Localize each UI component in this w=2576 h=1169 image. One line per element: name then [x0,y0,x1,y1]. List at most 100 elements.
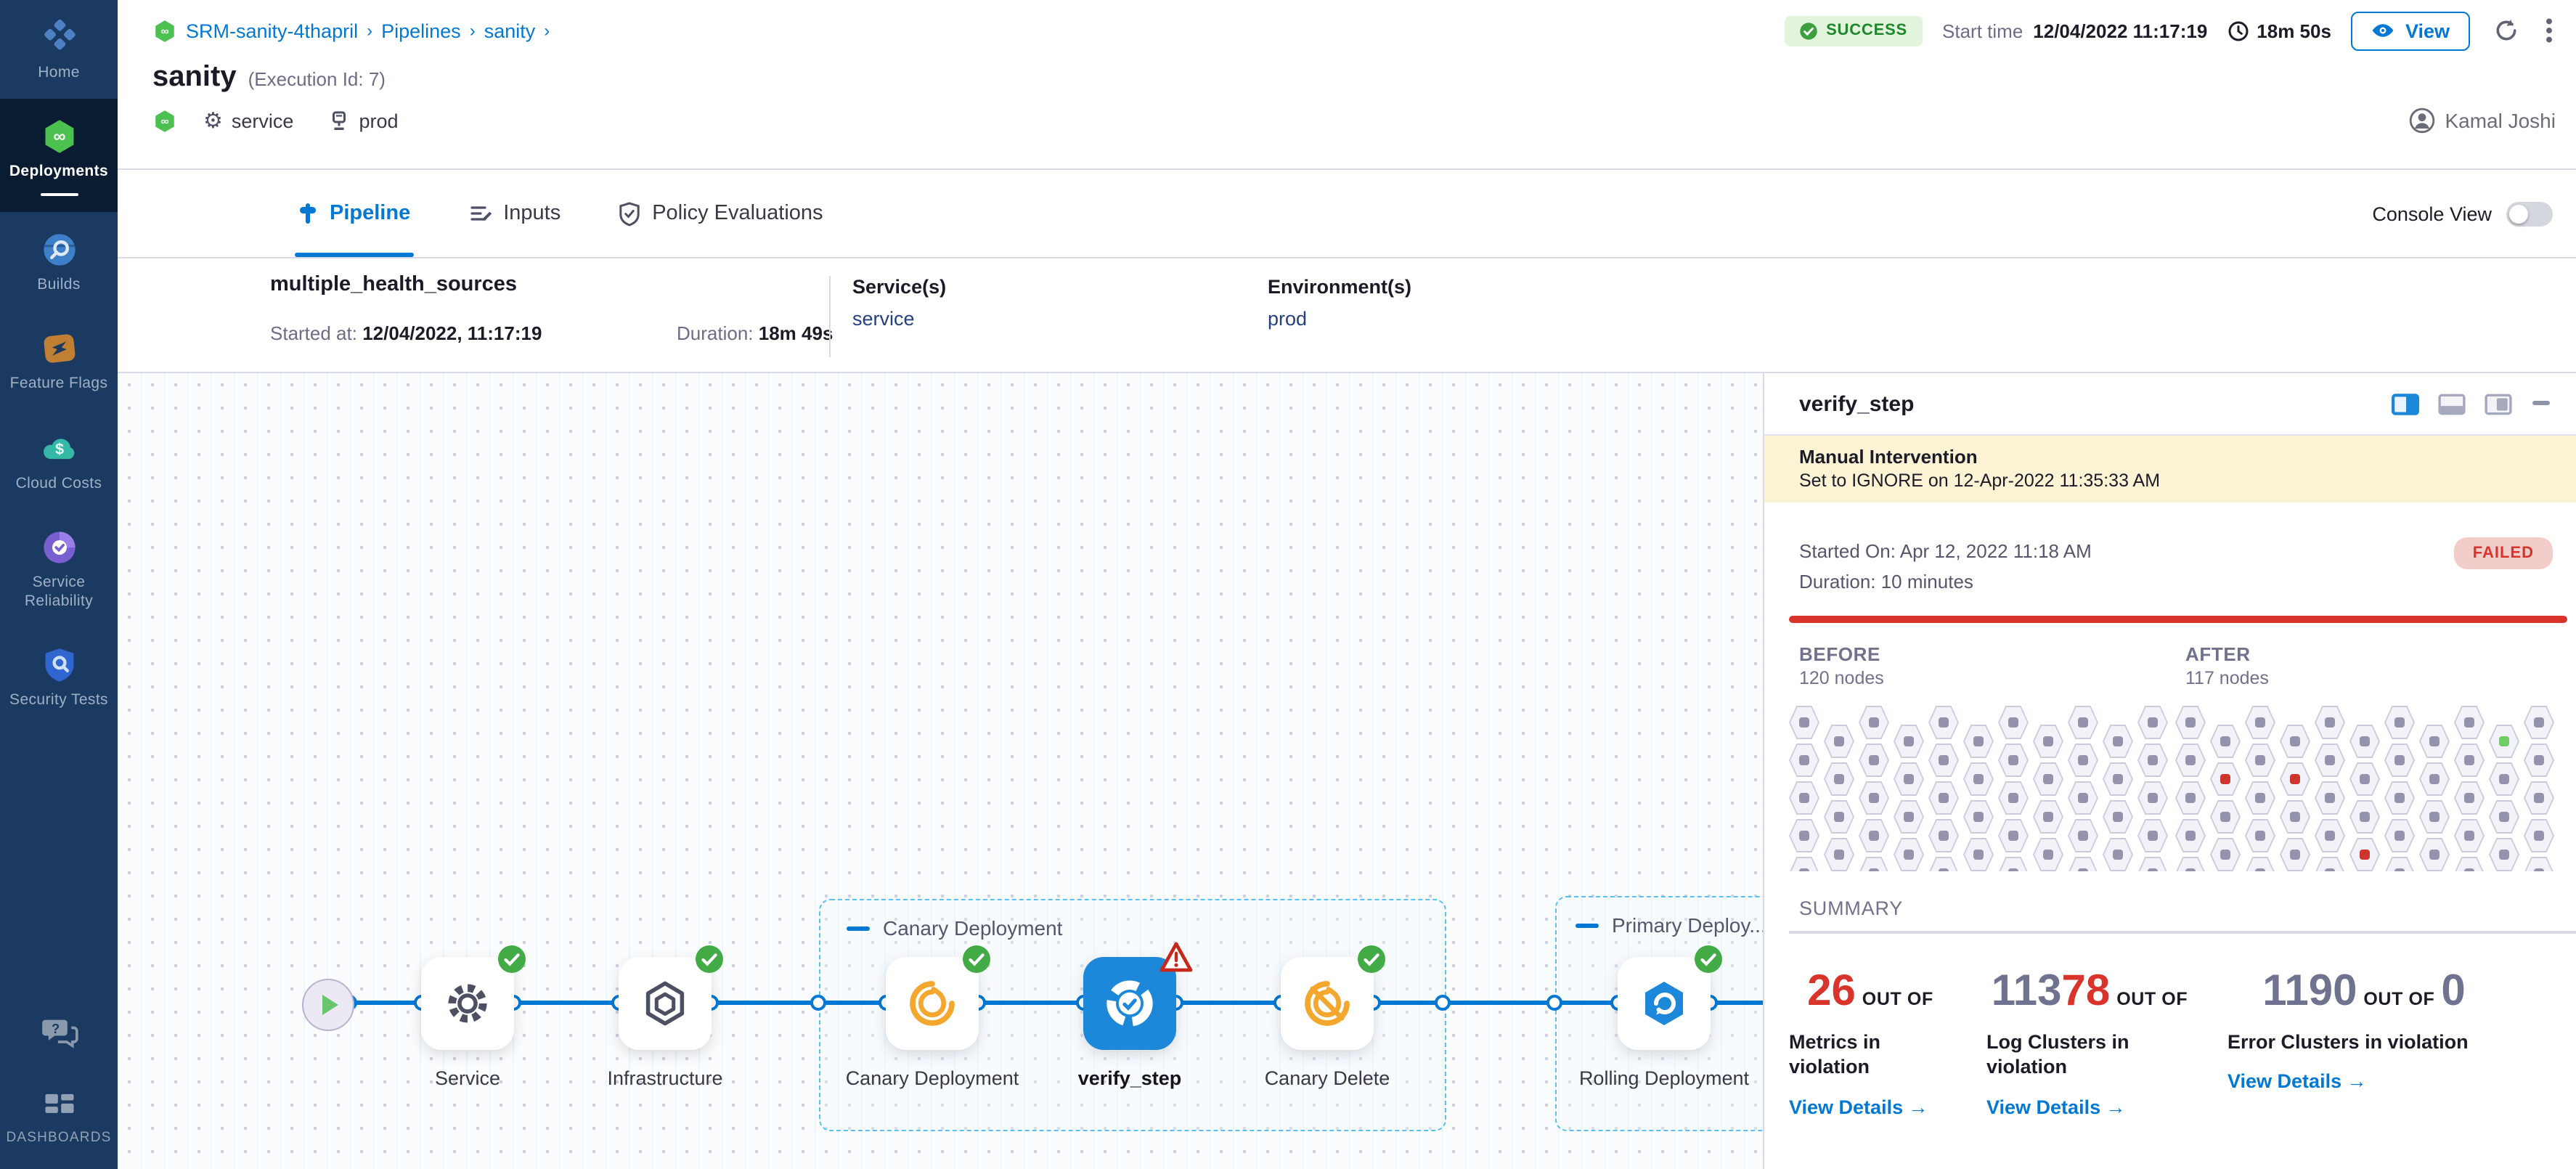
node-hexagon[interactable] [2384,857,2415,871]
node-hexagon[interactable] [1998,744,2029,777]
node-hexagon[interactable] [1859,706,1889,739]
node-hexagon[interactable] [1963,838,1994,871]
node-hexagon[interactable] [1824,800,1854,834]
service-tag[interactable]: ⚙ service [203,110,293,131]
node-hexagon[interactable] [2245,819,2275,852]
tab-pipeline[interactable]: Pipeline [295,170,413,257]
collapse-group-icon[interactable] [1576,923,1599,927]
sidebar-item-security-tests[interactable]: Security Tests [0,627,118,726]
step-node-service[interactable] [421,945,526,1050]
node-hexagon[interactable] [1894,725,1924,758]
node-hexagon[interactable] [2524,706,2554,739]
node-hexagon[interactable] [1928,706,1959,739]
node-hexagon[interactable] [2175,857,2206,871]
breadcrumb-pipeline-name[interactable]: sanity [484,20,536,41]
node-hexagon[interactable] [1859,819,1889,852]
sidebar-item-cloud-costs[interactable]: $ Cloud Costs [0,410,118,509]
node-hexagon[interactable] [2245,781,2275,815]
tab-policy-evaluations[interactable]: Policy Evaluations [619,170,823,257]
node-hexagon[interactable] [2419,725,2450,758]
node-hexagon[interactable] [1789,706,1819,739]
node-hexagon[interactable] [2454,819,2485,852]
step-node-canary-deployment[interactable] [886,945,990,1050]
node-hexagon[interactable] [2068,781,2098,815]
node-hexagon[interactable] [2245,744,2275,777]
view-details-link[interactable]: View Details → [2227,1070,2500,1092]
node-hexagon[interactable] [2315,744,2345,777]
node-hexagon[interactable] [2137,781,2168,815]
service-link[interactable]: service [852,308,915,330]
node-hexagon[interactable] [2280,838,2310,871]
node-hexagon[interactable] [2137,706,2168,739]
node-hexagon[interactable] [1789,857,1819,871]
node-hexagon[interactable] [2280,725,2310,758]
node-hexagon[interactable] [2384,706,2415,739]
node-hexagon[interactable] [2137,857,2168,871]
node-hexagon[interactable] [2137,819,2168,852]
view-details-link[interactable]: View Details → [1986,1096,2193,1117]
stage-name[interactable]: multiple_health_sources [270,273,518,296]
node-hexagon[interactable] [2137,744,2168,777]
node-hexagon[interactable] [2349,800,2380,834]
node-hexagon[interactable] [1859,781,1889,815]
node-hexagon[interactable] [1963,725,1994,758]
node-hexagon[interactable] [2419,762,2450,796]
breadcrumb-project[interactable]: SRM-sanity-4thapril [186,20,359,41]
node-hexagon[interactable] [1963,762,1994,796]
node-hexagon[interactable] [2419,800,2450,834]
layout-drawer-button[interactable] [2483,391,2514,416]
environment-tag[interactable]: prod [328,110,399,131]
step-group-primary[interactable]: Primary Deploy... [1555,896,1763,1131]
node-hexagon[interactable] [2103,800,2133,834]
node-hexagon[interactable] [2210,800,2241,834]
tab-inputs[interactable]: Inputs [468,170,561,257]
node-hexagon[interactable] [1859,857,1889,871]
step-node-rolling-deployment[interactable] [1618,945,1722,1050]
node-hexagon[interactable] [1963,800,1994,834]
sidebar-item-service-reliability[interactable]: Service Reliability [0,509,118,627]
node-hexagon[interactable] [1824,762,1854,796]
node-hexagon[interactable] [1859,744,1889,777]
refresh-button[interactable] [2490,15,2522,46]
node-hexagon[interactable] [2210,725,2241,758]
node-hexagon[interactable] [2175,706,2206,739]
sidebar-item-feature-flags[interactable]: Feature Flags [0,311,118,410]
node-hexagon[interactable] [1998,781,2029,815]
node-hexagon[interactable] [2033,800,2063,834]
node-hexagon[interactable] [2489,762,2519,796]
pipeline-start-node[interactable] [302,979,354,1031]
node-hexagon[interactable] [1928,857,1959,871]
node-hexagon[interactable] [2454,857,2485,871]
node-hexagon[interactable] [2524,744,2554,777]
node-hexagon[interactable] [2068,819,2098,852]
node-hexagon[interactable] [2384,781,2415,815]
view-details-link[interactable]: View Details → [1789,1096,1952,1117]
sidebar-item-dashboards[interactable]: DASHBOARDS [0,1072,118,1169]
node-hexagon[interactable] [2033,725,2063,758]
layout-bottom-split-button[interactable] [2437,391,2467,416]
node-hexagon[interactable] [2454,781,2485,815]
node-hexagon[interactable] [2489,725,2519,758]
node-hexagon[interactable] [2349,725,2380,758]
node-hexagon[interactable] [2315,706,2345,739]
minimize-panel-button[interactable] [2530,399,2553,408]
node-hexagon[interactable] [2175,744,2206,777]
collapse-group-icon[interactable] [847,926,870,930]
node-hexagon[interactable] [1789,781,1819,815]
node-hexagon[interactable] [2419,838,2450,871]
pipeline-canvas[interactable]: Canary Deployment Primary Deploy... [118,373,1763,1169]
node-hexagon[interactable] [2175,781,2206,815]
user-chip[interactable]: Kamal Joshi [2408,107,2556,134]
environment-link[interactable]: prod [1268,308,1308,330]
node-hexagon[interactable] [1789,819,1819,852]
node-hexagon[interactable] [2489,800,2519,834]
node-hexagon[interactable] [2315,857,2345,871]
node-hexagon[interactable] [2175,819,2206,852]
group-label-row[interactable]: Canary Deployment [847,916,1445,940]
node-hexagon[interactable] [2068,706,2098,739]
node-hexagon[interactable] [1824,838,1854,871]
node-hexagon[interactable] [2524,781,2554,815]
group-label-row[interactable]: Primary Deploy... [1576,913,1763,937]
step-node-verify-step[interactable] [1083,942,1193,1050]
node-hexagon[interactable] [1894,838,1924,871]
